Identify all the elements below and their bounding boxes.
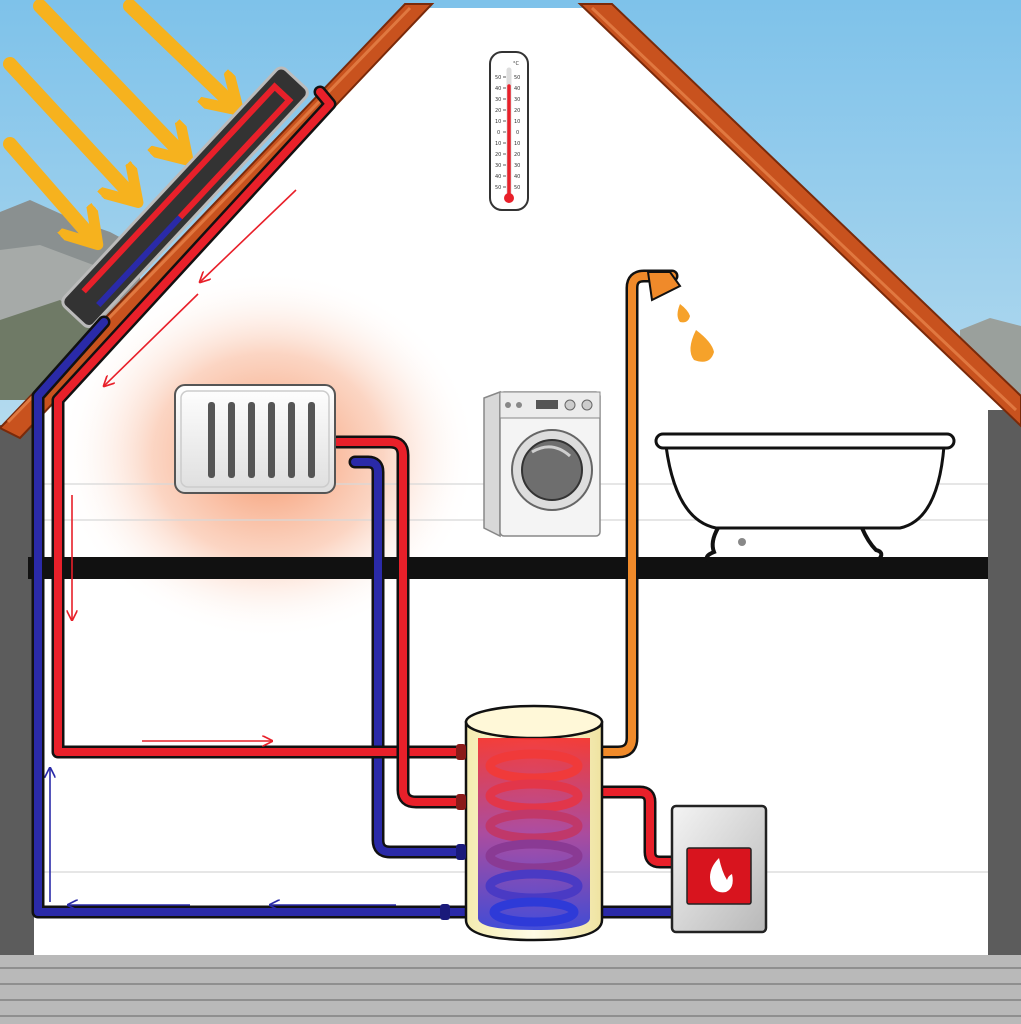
scale-label: 20 <box>495 108 501 114</box>
shower-head <box>646 271 682 302</box>
scale-label: 40 <box>495 174 501 180</box>
sun-ray-arrow <box>3 137 92 238</box>
hot-water-tank <box>440 704 604 942</box>
scale-label: 30 <box>495 97 501 103</box>
scale-label: 40 <box>514 86 520 92</box>
hot-supply-pipe <box>51 85 689 869</box>
scale-label: 10 <box>495 119 501 125</box>
scale-label: 30 <box>514 97 520 103</box>
siding <box>0 955 1021 1024</box>
hot-water-pipe <box>593 269 679 759</box>
water-drop <box>690 330 714 362</box>
boiler <box>670 804 768 934</box>
thermometer-unit: °C <box>513 61 520 67</box>
washing-machine <box>483 390 601 538</box>
scale-label: 20 <box>495 152 501 158</box>
scale-label: 40 <box>514 174 520 180</box>
flow-arrow <box>104 293 199 386</box>
right-side-wall <box>988 410 1021 955</box>
scale-label: 10 <box>514 141 520 147</box>
sun-ray-arrow <box>33 0 182 154</box>
heating-coil <box>485 749 583 927</box>
thermometer-right-scale: 50 40 30 20 10 0 10 20 30 40 50 <box>514 75 520 191</box>
scale-label: 50 <box>514 75 520 81</box>
water-drops <box>677 304 714 362</box>
scale-label: 50 <box>495 75 501 81</box>
scale-label: 40 <box>495 86 501 92</box>
water-drop <box>677 304 690 323</box>
left-side-wall <box>0 425 34 955</box>
radiator <box>174 384 336 494</box>
flame-icon <box>710 858 733 893</box>
sun-ray-arrow <box>3 57 132 196</box>
bathtub <box>654 432 956 562</box>
scale-label: 30 <box>514 163 520 169</box>
flow-arrows <box>50 189 396 905</box>
thermometer: °C 50 40 30 20 10 0 10 20 30 40 50 50 40… <box>489 51 529 211</box>
solar-panel <box>61 66 309 328</box>
scale-label: 10 <box>495 141 501 147</box>
scale-label: 20 <box>514 152 520 158</box>
scale-label: 50 <box>495 185 501 191</box>
scale-label: 0 <box>497 130 500 136</box>
sun-ray-arrow <box>123 0 232 104</box>
flow-arrow <box>200 189 297 282</box>
scale-label: 20 <box>514 108 520 114</box>
thermometer-left-scale: 50 40 30 20 10 0 10 20 30 40 50 <box>495 75 501 191</box>
scale-label: 30 <box>495 163 501 169</box>
scale-label: 50 <box>514 185 520 191</box>
floor-slab <box>28 557 988 579</box>
scale-label: 0 <box>516 130 519 136</box>
scale-label: 10 <box>514 119 520 125</box>
sun-rays <box>3 0 232 238</box>
